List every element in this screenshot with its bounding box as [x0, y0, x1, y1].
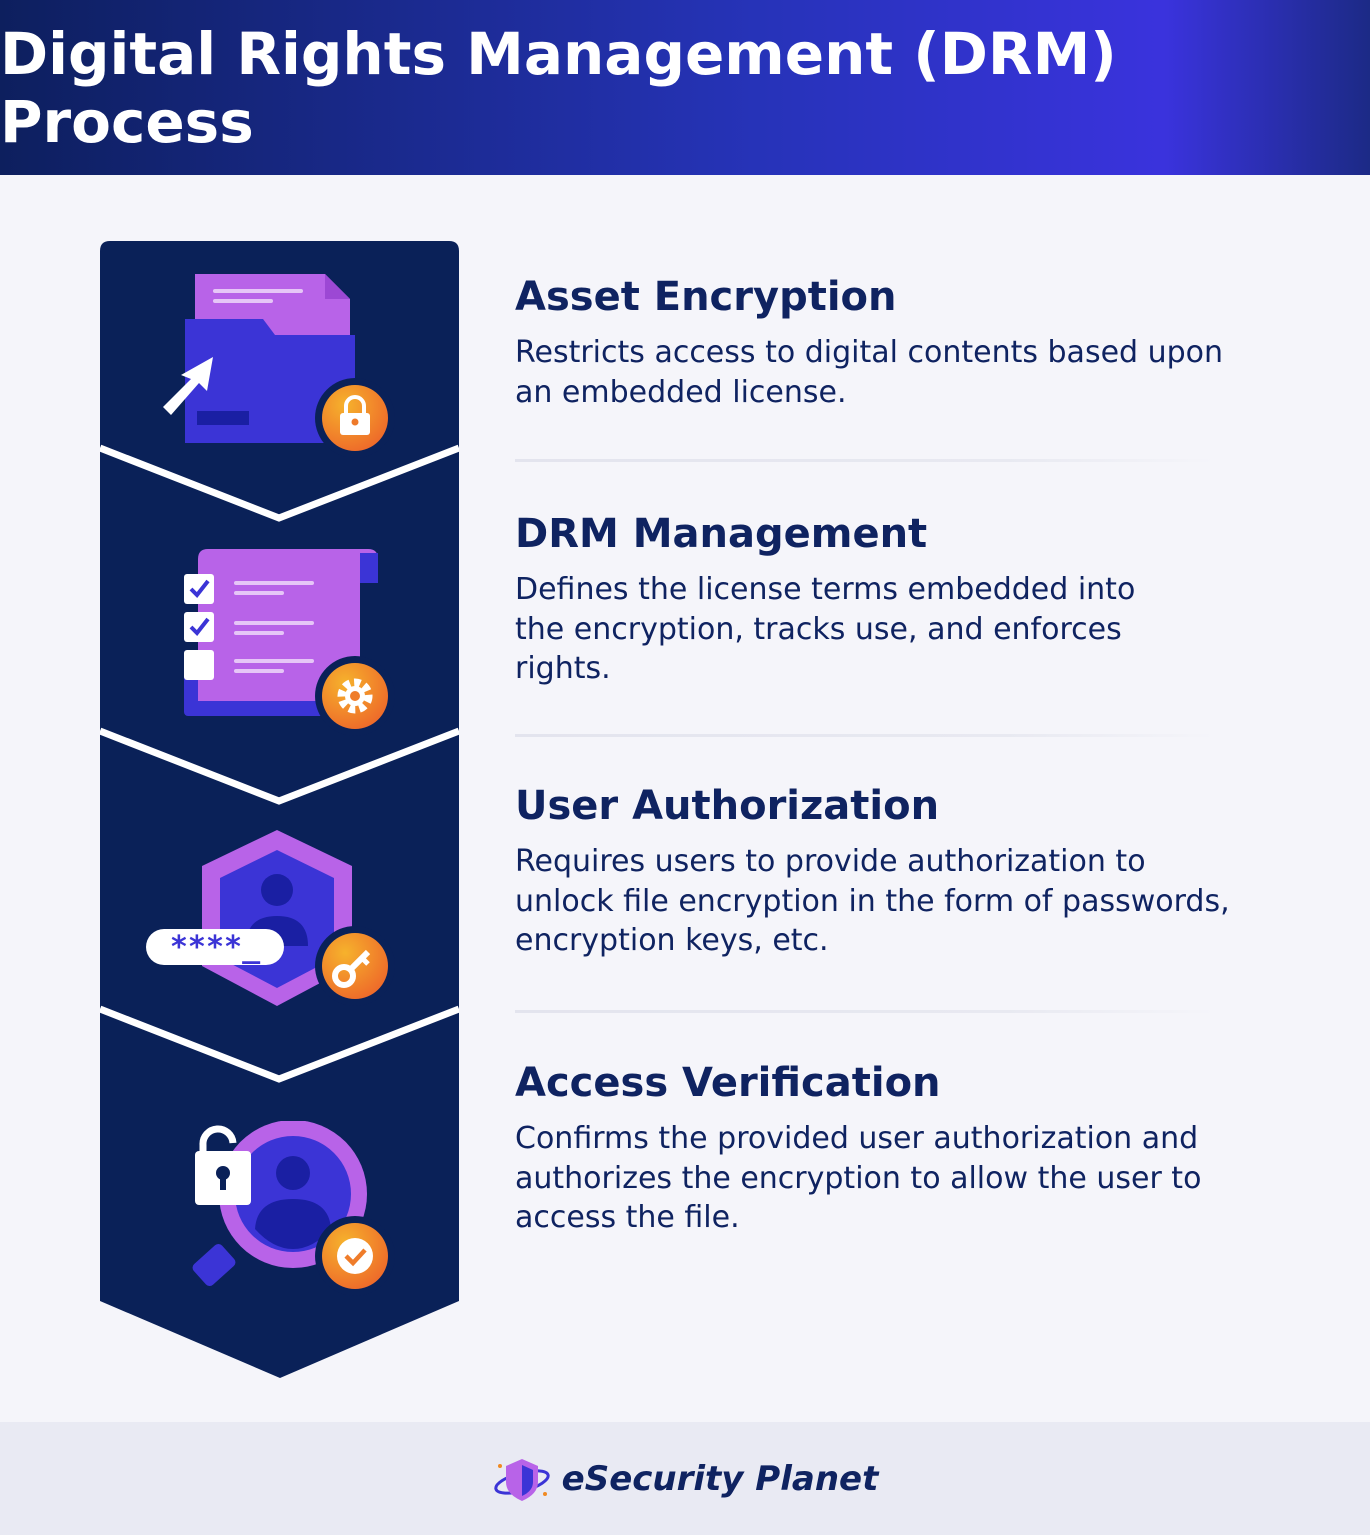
step-drm-management: DRM Management Defines the license terms… — [515, 510, 1235, 689]
shield-user-key-icon: ****_ — [146, 830, 395, 1006]
step-title: DRM Management — [515, 511, 928, 557]
divider — [515, 734, 1215, 737]
divider — [515, 459, 1215, 462]
magnifier-user-verified-icon — [192, 1121, 395, 1296]
header-banner: Digital Rights Management (DRM) Process — [0, 0, 1370, 175]
step-description: Requires users to provide authorization … — [515, 844, 1230, 958]
step-asset-encryption: Asset Encryption Restricts access to dig… — [515, 273, 1235, 412]
step-description: Defines the license terms embedded into … — [515, 572, 1136, 686]
planet-shield-icon — [493, 1458, 550, 1501]
process-chevron-column: ****_ — [100, 241, 459, 1381]
page-title: Digital Rights Management (DRM) Process — [0, 19, 1117, 156]
password-text: ****_ — [170, 930, 261, 965]
brand-logo[interactable]: eSecurity Planet — [492, 1454, 879, 1504]
step-title: Asset Encryption — [515, 274, 897, 320]
chevron-background — [100, 241, 459, 1378]
checklist-gear-icon — [184, 549, 395, 736]
step-title: Access Verification — [515, 1060, 941, 1106]
step-description: Confirms the provided user authorization… — [515, 1121, 1202, 1235]
footer: eSecurity Planet — [0, 1422, 1370, 1535]
step-description: Restricts access to digital contents bas… — [515, 335, 1224, 410]
folder-lock-icon — [163, 274, 395, 458]
step-title: User Authorization — [515, 783, 940, 829]
divider — [515, 1010, 1215, 1013]
brand-name: eSecurity Planet — [561, 1458, 879, 1499]
step-access-verification: Access Verification Confirms the provide… — [515, 1059, 1235, 1238]
step-user-authorization: User Authorization Requires users to pro… — [515, 782, 1235, 961]
